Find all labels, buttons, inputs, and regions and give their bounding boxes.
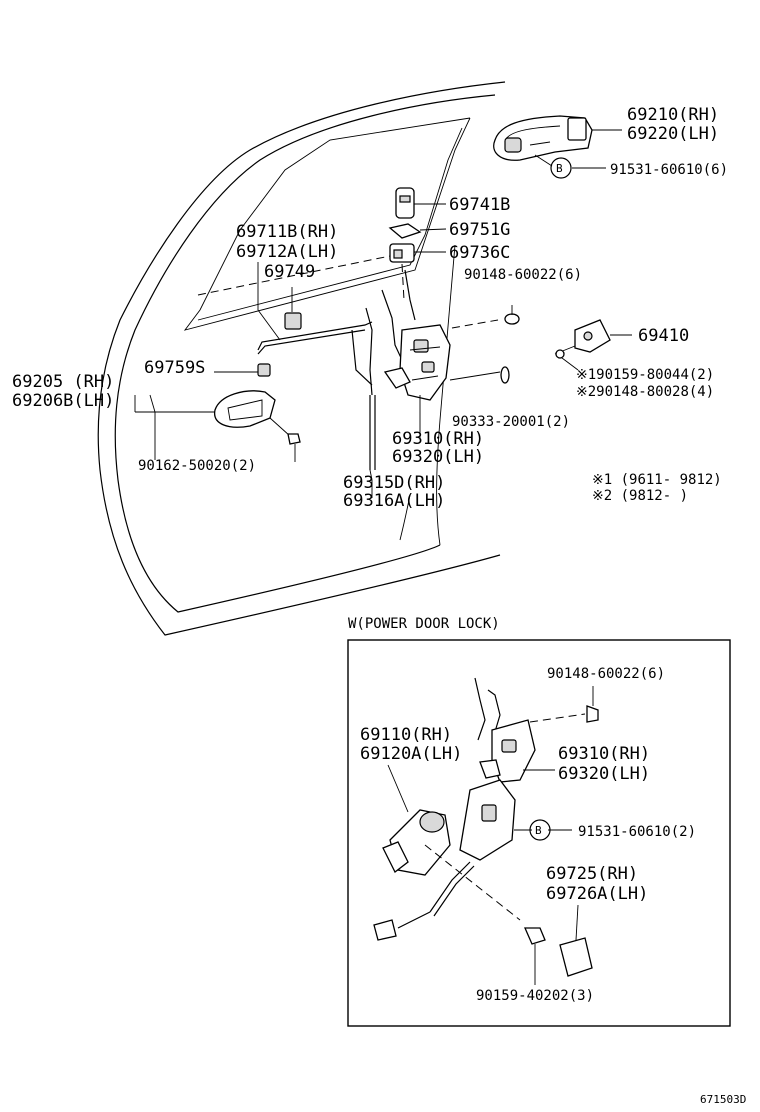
label-69749: 69749 xyxy=(264,262,315,282)
lock-cylinder-parts xyxy=(388,187,447,301)
label-69220: 69220(LH) xyxy=(627,124,719,144)
label-90148-80028: ※290148-80028(4) xyxy=(576,384,714,400)
label-90159-80044: ※190159-80044(2) xyxy=(576,367,714,383)
label-90148-inset: 90148-60022(6) xyxy=(547,666,665,682)
outside-handle xyxy=(493,115,622,169)
b-marker-inset xyxy=(529,819,551,841)
label-69711: 69711B(RH) xyxy=(236,222,338,242)
label-69315: 69315D(RH) xyxy=(343,473,445,493)
inside-handle xyxy=(134,363,301,462)
door-outline xyxy=(97,81,506,636)
leader-lines-top xyxy=(371,425,421,498)
label-69210: 69210(RH) xyxy=(627,105,719,125)
label-69741: 69741B xyxy=(449,195,510,215)
label-69736: 69736C xyxy=(449,243,510,263)
label-90333: 90333-20001(2) xyxy=(452,414,570,430)
b-marker-inset-letter: B xyxy=(535,824,542,837)
label-69310-inset: 69310(RH) xyxy=(558,744,650,764)
labels: 69210(RH) 69220(LH) B 91531-60610(6) 697… xyxy=(12,105,746,1106)
striker xyxy=(554,319,632,371)
inset-title: W(POWER DOOR LOCK) xyxy=(348,616,500,632)
label-69205: 69205 (RH) xyxy=(12,372,114,392)
label-69120: 69120A(LH) xyxy=(360,744,462,764)
b-marker-top xyxy=(550,157,572,179)
power-door-lock-inset xyxy=(347,639,731,1027)
label-90159-40202: 90159-40202(3) xyxy=(476,988,594,1004)
label-69712: 69712A(LH) xyxy=(236,242,338,262)
rod-linkage xyxy=(257,262,376,481)
note-2: ※2 (9812- ) xyxy=(592,488,688,504)
label-69110: 69110(RH) xyxy=(360,725,452,745)
label-69759: 69759S xyxy=(144,358,205,378)
label-91531-inset: 91531-60610(2) xyxy=(578,824,696,840)
label-91531-top: 91531-60610(6) xyxy=(610,162,728,178)
label-69206: 69206B(LH) xyxy=(12,391,114,411)
door-lock-assembly-top xyxy=(381,269,520,425)
note-1: ※1 (9611- 9812) xyxy=(592,472,722,488)
label-69751: 69751G xyxy=(449,220,510,240)
label-69320-inset: 69320(LH) xyxy=(558,764,650,784)
label-69320-top: 69320(LH) xyxy=(392,447,484,467)
label-90162: 90162-50020(2) xyxy=(138,458,256,474)
label-69410: 69410 xyxy=(638,326,689,346)
label-69316: 69316A(LH) xyxy=(343,491,445,511)
label-69310-top: 69310(RH) xyxy=(392,429,484,449)
label-90148-top: 90148-60022(6) xyxy=(464,267,582,283)
label-69725: 69725(RH) xyxy=(546,864,638,884)
diagram-code: 671503D xyxy=(700,1093,746,1106)
label-69726: 69726A(LH) xyxy=(546,884,648,904)
b-marker-top-letter: B xyxy=(556,162,563,175)
